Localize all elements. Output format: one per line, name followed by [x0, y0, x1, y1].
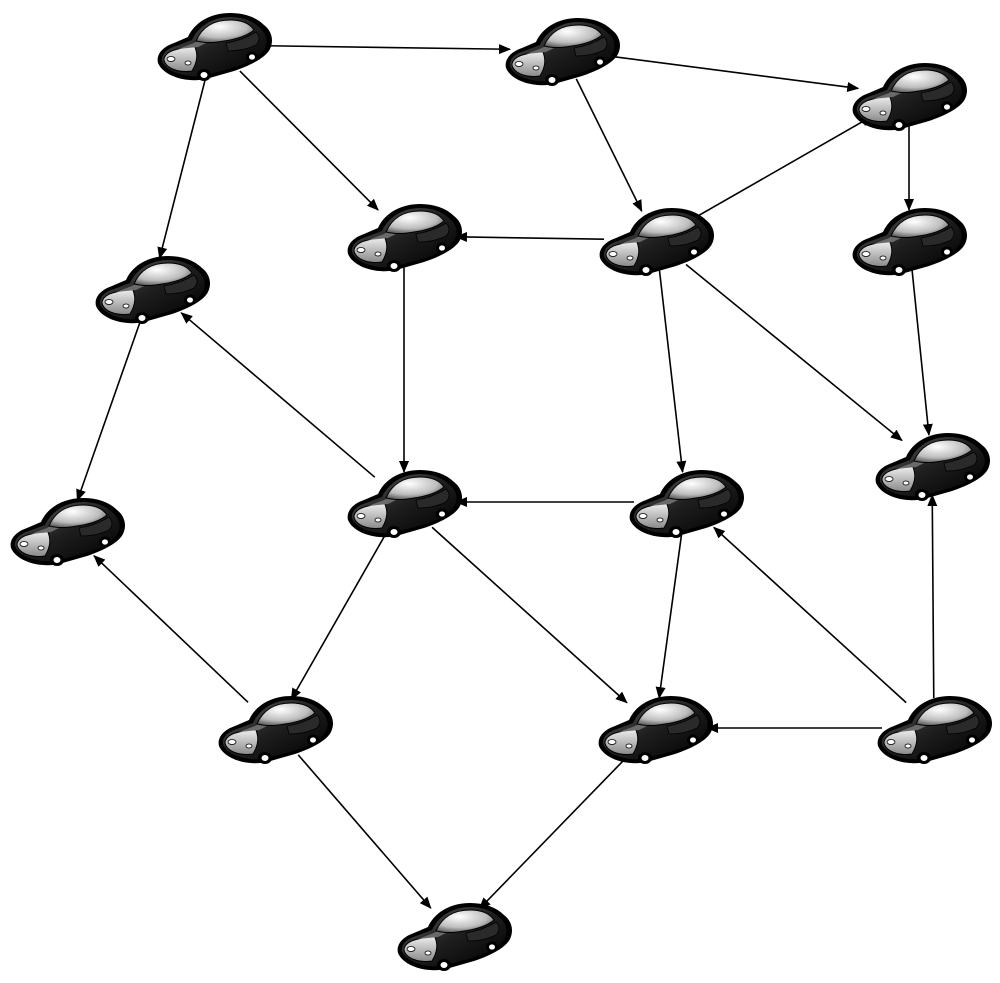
edge-car-6-to-car-11	[685, 263, 903, 442]
car-6-car-icon	[599, 207, 715, 277]
car-8-car-icon	[10, 497, 126, 567]
edge-car-12-to-car-15	[297, 754, 432, 909]
edge-car-6-to-car-10	[658, 269, 687, 474]
edge-car-6-to-car-3	[692, 115, 873, 220]
edge-car-12-to-car-8	[93, 554, 249, 703]
car-11-car-icon	[875, 432, 991, 502]
edge-layer	[76, 44, 938, 910]
edge-car-9-to-car-12	[290, 530, 389, 701]
edge-car-1-to-car-2	[265, 44, 512, 55]
car-9-car-icon	[347, 469, 463, 539]
edge-car-14-to-car-10	[713, 526, 907, 704]
node-layer	[10, 12, 993, 972]
car-2-car-icon	[505, 17, 621, 87]
edge-car-14-to-car-11	[927, 493, 938, 699]
edge-car-1-to-car-4	[157, 74, 208, 260]
car-12-car-icon	[218, 695, 334, 765]
edge-car-10-to-car-13	[655, 531, 683, 700]
car-5-car-icon	[347, 203, 463, 273]
car-7-car-icon	[852, 207, 968, 277]
car-3-car-icon	[852, 62, 968, 132]
edge-car-2-to-car-6	[575, 78, 643, 213]
car-4-car-icon	[95, 255, 211, 325]
edge-car-9-to-car-13	[431, 526, 628, 704]
car-1-car-icon	[157, 12, 273, 82]
edge-car-6-to-car-5	[454, 232, 605, 242]
car-13-car-icon	[598, 695, 714, 765]
edge-car-7-to-car-11	[911, 269, 933, 437]
edge-car-1-to-car-5	[239, 70, 379, 211]
car-10-car-icon	[629, 469, 745, 539]
edge-car-13-to-car-15	[478, 753, 631, 910]
car-15-car-icon	[397, 902, 513, 972]
car-14-car-icon	[877, 695, 993, 765]
edge-car-9-to-car-4	[180, 312, 376, 478]
edge-car-4-to-car-8	[76, 317, 143, 502]
edge-car-2-to-car-3	[612, 55, 860, 92]
